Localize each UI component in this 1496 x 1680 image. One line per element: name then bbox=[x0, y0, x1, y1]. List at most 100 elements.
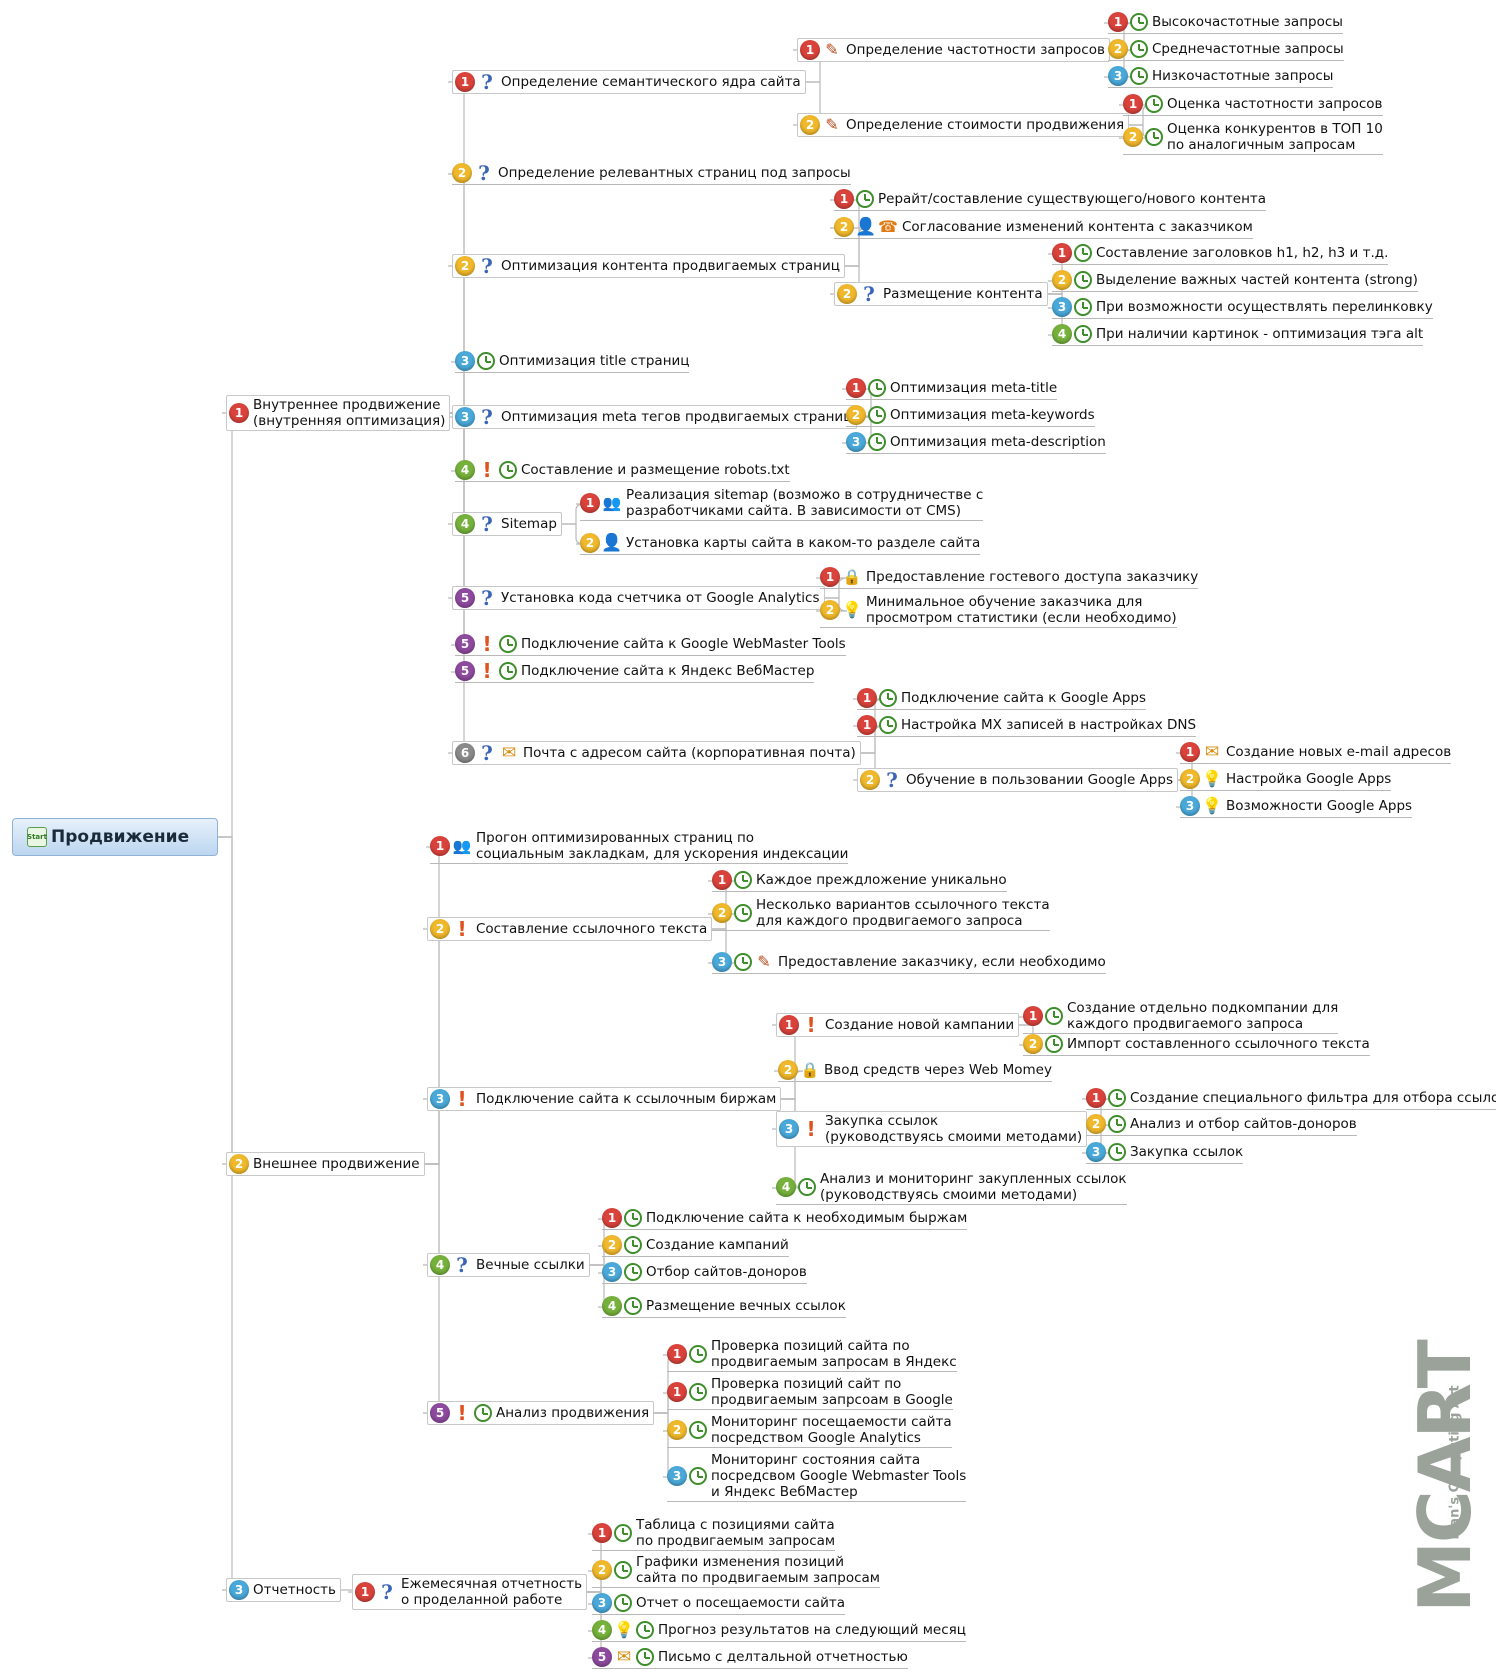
topic-link-exchanges[interactable]: 3!Подключение сайта к ссылочным биржам bbox=[427, 1087, 782, 1111]
node-label: Оценка конкурентов в ТОП 10 по аналогичн… bbox=[1167, 121, 1383, 153]
topic-guest-access[interactable]: 1🔒Предоставление гостевого доступа заказ… bbox=[820, 567, 1199, 589]
topic-content-approval[interactable]: 2👤☎Согласование изменений контента с зак… bbox=[834, 217, 1253, 239]
node-icons: 3 bbox=[229, 1580, 249, 1600]
node-icons: 2👤☎ bbox=[834, 217, 898, 237]
priority-1-icon: 1 bbox=[1180, 742, 1200, 762]
topic-webmaster-tools[interactable]: 5!Подключение сайта к Google WebMaster T… bbox=[455, 634, 846, 656]
topic-google-apps-features[interactable]: 3💡Возможности Google Apps bbox=[1180, 796, 1413, 818]
topic-buy-links[interactable]: 3!Закупка ссылок (руководствуясь смоими … bbox=[776, 1111, 1088, 1147]
node-icons: 1? bbox=[355, 1582, 397, 1602]
topic-social-bookmarks[interactable]: 1👥Прогон оптимизированных страниц по соц… bbox=[430, 830, 849, 864]
node-label: Ежемесячная отчетность о проделанной раб… bbox=[401, 1576, 583, 1608]
clock-icon bbox=[1074, 271, 1092, 289]
priority-2-icon: 2 bbox=[452, 163, 472, 183]
clock-icon bbox=[614, 1594, 632, 1612]
question-icon: ? bbox=[481, 405, 493, 429]
topic-content-placement[interactable]: 2?Размещение контента bbox=[834, 282, 1048, 306]
topic-new-emails[interactable]: 1✉Создание новых e-mail адресов bbox=[1180, 742, 1452, 764]
node-label: Отчетность bbox=[253, 1582, 336, 1598]
topic-query-frequency[interactable]: 1✎Определение частотности запросов bbox=[797, 38, 1110, 62]
topic-detailed-letter[interactable]: 5✉Письмо с делтальной отчетностью bbox=[592, 1647, 908, 1669]
root-node[interactable]: Start Продвижение bbox=[12, 818, 219, 856]
node-label: Мониторинг состояния сайта посредсвом Go… bbox=[711, 1452, 967, 1500]
topic-eternal-links[interactable]: 4?Вечные ссылки bbox=[427, 1253, 590, 1277]
topic-sitemap-section[interactable]: 2👤Установка карты сайта в каком-то разде… bbox=[580, 533, 981, 555]
topic-promotion-analysis[interactable]: 5!Анализ продвижения bbox=[427, 1401, 655, 1425]
topic-monthly-report[interactable]: 1?Ежемесячная отчетность о проделанной р… bbox=[352, 1574, 588, 1610]
priority-1-icon: 1 bbox=[430, 836, 450, 856]
node-label: Создание отдельно подкомпании для каждог… bbox=[1067, 1000, 1339, 1032]
topic-corporate-mail[interactable]: 6?✉Почта с адресом сайта (корпоративная … bbox=[452, 741, 861, 765]
topic-link-text[interactable]: 2!Составление ссылочного текста bbox=[427, 917, 713, 941]
connector-line bbox=[830, 227, 868, 267]
topic-promotion-cost[interactable]: 2✎Определение стоимости продвижения bbox=[797, 113, 1130, 137]
topic-content-optimization[interactable]: 2?Оптимизация контента продвигаемых стра… bbox=[452, 254, 845, 278]
priority-5-icon: 5 bbox=[455, 661, 475, 681]
topic-relevant-pages[interactable]: 2?Определение релевантных страниц под за… bbox=[452, 163, 851, 185]
topic-analytics-code[interactable]: 5?Установка кода счетчика от Google Anal… bbox=[452, 586, 825, 610]
priority-1-icon: 1 bbox=[1108, 12, 1128, 32]
topic-forecast[interactable]: 4💡Прогноз результатов на следующий месяц bbox=[592, 1620, 966, 1642]
clock-icon bbox=[1074, 244, 1092, 262]
topic-meta-tags[interactable]: 3?Оптимизация meta тегов продвигаемых ст… bbox=[452, 405, 858, 429]
priority-3-icon: 3 bbox=[1108, 66, 1128, 86]
node-label: Подключение сайта к необходимым быржам bbox=[646, 1210, 968, 1226]
topic-google-apps-setup[interactable]: 2💡Настройка Google Apps bbox=[1180, 769, 1392, 791]
topic-client-provision[interactable]: 3✎Предоставление заказчику, если необход… bbox=[712, 952, 1106, 974]
topic-sitemap[interactable]: 4?Sitemap bbox=[452, 512, 562, 536]
topic-robots[interactable]: 4!Составление и размещение robots.txt bbox=[455, 460, 790, 482]
priority-2-icon: 2 bbox=[837, 284, 857, 304]
topic-google-apps-training[interactable]: 2?Обучение в пользовании Google Apps bbox=[857, 768, 1178, 792]
topic-new-campaign[interactable]: 1!Создание новой кампании bbox=[776, 1013, 1020, 1037]
node-icons: 2 bbox=[1086, 1114, 1126, 1134]
priority-2-icon: 2 bbox=[667, 1420, 687, 1440]
topic-sitemap-impl[interactable]: 1👥Реализация sitemap (возможо в сотрудни… bbox=[580, 487, 984, 521]
topic-yandex-webmaster[interactable]: 5!Подключение сайта к Яндекс ВебМастер bbox=[455, 661, 815, 683]
node-icons: 4 bbox=[776, 1177, 816, 1197]
topic-webmoney[interactable]: 2🔒Ввод средств через Web Momey bbox=[778, 1060, 1052, 1082]
topic-semantic-core[interactable]: 1?Определение семантического ядра сайта bbox=[452, 70, 806, 94]
topic-client-training[interactable]: 2💡Минимальное обучение заказчика для про… bbox=[820, 594, 1177, 628]
node-icons: 1 bbox=[1108, 12, 1148, 32]
node-icons: 2💡 bbox=[820, 600, 862, 620]
node-icons: 1 bbox=[834, 189, 874, 209]
